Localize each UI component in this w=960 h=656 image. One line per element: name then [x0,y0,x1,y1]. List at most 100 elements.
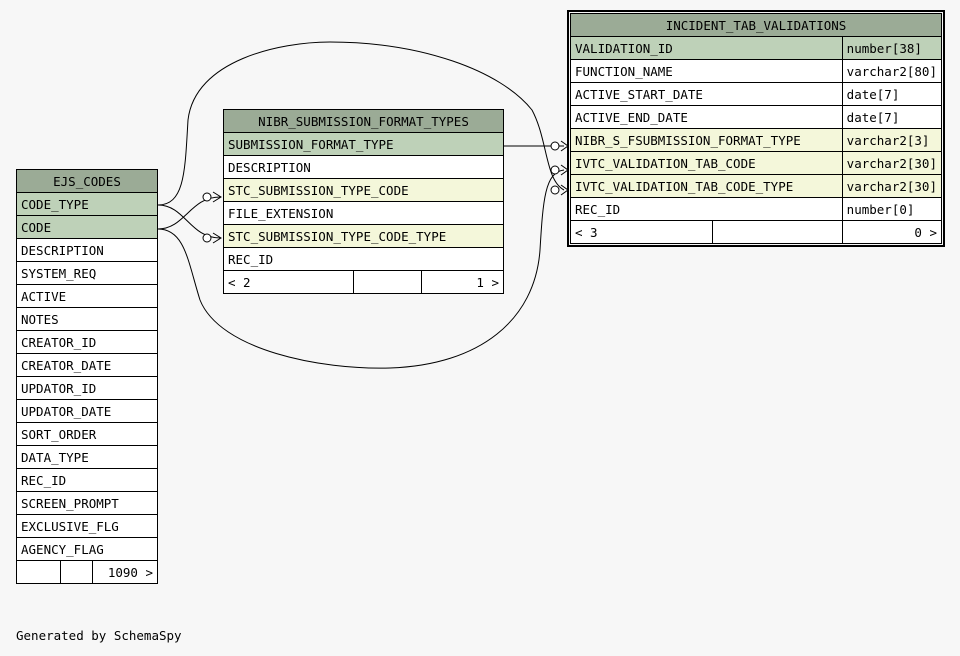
column-name: CREATOR_DATE [16,353,158,377]
table-footer[interactable]: < 3 0 > [569,220,943,244]
column-row[interactable]: EXCLUSIVE_FLG [16,514,158,538]
column-name: SORT_ORDER [16,422,158,446]
edge-code-type-to-stc-code-type [157,204,221,239]
column-row[interactable]: REC_ID [16,468,158,492]
column-type: date[7] [841,105,943,129]
column-row[interactable]: ACTIVE [16,284,158,308]
column-name: STC_SUBMISSION_TYPE_CODE [223,178,504,202]
column-name: ACTIVE_END_DATE [570,105,843,129]
column-name: DATA_TYPE [16,445,158,469]
footer-middle[interactable] [712,220,843,244]
column-name: VALIDATION_ID [570,36,843,60]
column-name: CODE [16,215,158,239]
column-name: UPDATOR_ID [16,376,158,400]
column-row[interactable]: UPDATOR_DATE [16,399,158,423]
column-name: IVTC_VALIDATION_TAB_CODE_TYPE [570,174,843,198]
column-row[interactable]: CODE_TYPE [16,192,158,216]
edge-end-circle [202,192,212,202]
column-name: ACTIVE_START_DATE [570,82,843,106]
column-type: number[0] [841,197,943,221]
column-name: NIBR_S_FSUBMISSION_FORMAT_TYPE [570,128,843,152]
column-row[interactable]: CODE [16,215,158,239]
column-type: varchar2[30] [841,174,943,198]
column-row[interactable]: SCREEN_PROMPT [16,491,158,515]
edge-end-circle [550,141,560,151]
column-type: varchar2[30] [841,151,943,175]
column-name: SCREEN_PROMPT [16,491,158,515]
column-name: AGENCY_FLAG [16,537,158,561]
column-name: UPDATOR_DATE [16,399,158,423]
column-name: ACTIVE [16,284,158,308]
column-type: varchar2[80] [841,59,943,83]
column-name: CODE_TYPE [16,192,158,216]
column-type: date[7] [841,82,943,106]
column-row[interactable]: STC_SUBMISSION_TYPE_CODE [223,178,504,202]
column-row[interactable]: SYSTEM_REQ [16,261,158,285]
column-row[interactable]: CREATOR_ID [16,330,158,354]
column-row[interactable]: SORT_ORDER [16,422,158,446]
footer-middle[interactable] [353,270,422,294]
column-name: NOTES [16,307,158,331]
table-title[interactable]: INCIDENT_TAB_VALIDATIONS [570,13,942,37]
column-type: varchar2[3] [841,128,943,152]
column-row[interactable]: AGENCY_FLAG [16,537,158,561]
column-row[interactable]: NOTES [16,307,158,331]
generated-by-text: Generated by SchemaSpy [16,628,182,643]
crow-foot [560,164,569,176]
column-row[interactable]: DESCRIPTION [223,155,504,179]
column-row[interactable]: UPDATOR_ID [16,376,158,400]
edge-code-to-stc-code [157,196,221,230]
column-name: REC_ID [570,197,843,221]
column-type: number[38] [841,36,943,60]
parents-count[interactable]: < 3 [569,220,714,244]
column-name: REC_ID [16,468,158,492]
edge-end-circle [202,233,212,243]
column-name: FILE_EXTENSION [223,201,504,225]
parents-count[interactable] [16,560,61,584]
edge-code-to-ivtc-code [157,169,565,369]
table-footer[interactable]: 1090 > [16,560,158,584]
column-row[interactable]: REC_ID [223,247,504,271]
parents-count[interactable]: < 2 [223,270,354,294]
children-count[interactable]: 1 > [421,270,504,294]
children-count[interactable]: 1090 > [92,560,158,584]
column-name: DESCRIPTION [223,155,504,179]
column-name: SYSTEM_REQ [16,261,158,285]
edge-end-circle [550,185,560,195]
edge-end-circle [550,165,560,175]
crow-foot [212,232,222,244]
column-row[interactable]: DESCRIPTION [16,238,158,262]
table-title[interactable]: EJS_CODES [16,169,158,193]
column-name: IVTC_VALIDATION_TAB_CODE [570,151,843,175]
column-name: FUNCTION_NAME [570,59,843,83]
table-footer[interactable]: < 2 1 > [223,270,504,294]
crow-foot [212,191,222,203]
column-row[interactable]: CREATOR_DATE [16,353,158,377]
column-name: CREATOR_ID [16,330,158,354]
crow-foot [560,140,569,152]
column-row[interactable]: SUBMISSION_FORMAT_TYPE [223,132,504,156]
table-title[interactable]: NIBR_SUBMISSION_FORMAT_TYPES [223,109,504,133]
column-name: SUBMISSION_FORMAT_TYPE [223,132,504,156]
column-name: REC_ID [223,247,504,271]
column-row[interactable]: FILE_EXTENSION [223,201,504,225]
footer-middle[interactable] [60,560,93,584]
column-name: EXCLUSIVE_FLG [16,514,158,538]
edge-code-type-to-ivtc-code-type [157,41,565,206]
column-row[interactable]: STC_SUBMISSION_TYPE_CODE_TYPE [223,224,504,248]
table-nibr-submission-format-types[interactable]: NIBR_SUBMISSION_FORMAT_TYPES SUBMISSION_… [223,109,504,294]
column-name: STC_SUBMISSION_TYPE_CODE_TYPE [223,224,504,248]
children-count[interactable]: 0 > [841,220,943,244]
column-row[interactable]: DATA_TYPE [16,445,158,469]
